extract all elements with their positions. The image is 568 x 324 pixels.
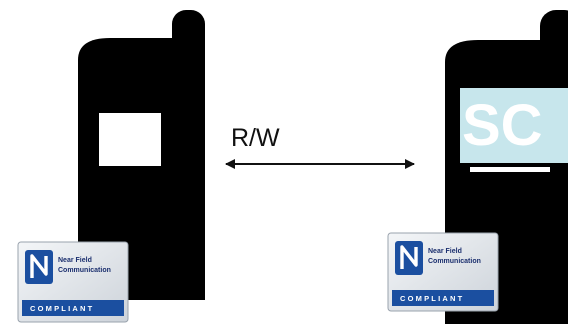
nfc-badge-footer-text: COMPLIANT	[30, 304, 94, 313]
nfc-badge-title-line1: Near Field	[428, 248, 462, 255]
left-phone-screen	[99, 113, 161, 166]
nfc-badge-footer-bar	[392, 290, 494, 306]
nfc-badge-title-line2: Communication	[428, 258, 481, 265]
rw-link: R/W	[225, 124, 415, 169]
nfc-badge-left: Near Field Communication COMPLIANT	[17, 241, 129, 323]
left-phone-body	[78, 38, 205, 300]
nfc-badge-footer-text: COMPLIANT	[400, 294, 464, 303]
right-phone-screen-text: SC	[462, 93, 543, 158]
nfc-badge-right: Near Field Communication COMPLIANT	[387, 232, 499, 312]
nfc-badge-title-line1: Near Field	[58, 257, 92, 264]
rw-label: R/W	[231, 124, 280, 152]
nfc-badge-footer-bar	[22, 300, 124, 316]
left-phone	[78, 10, 205, 300]
right-phone-screen-bar	[470, 167, 550, 172]
right-phone-screen	[460, 88, 568, 163]
nfc-badge-title-line2: Communication	[58, 267, 111, 274]
nfc-n-icon	[400, 245, 418, 269]
nfc-n-icon	[30, 254, 48, 278]
